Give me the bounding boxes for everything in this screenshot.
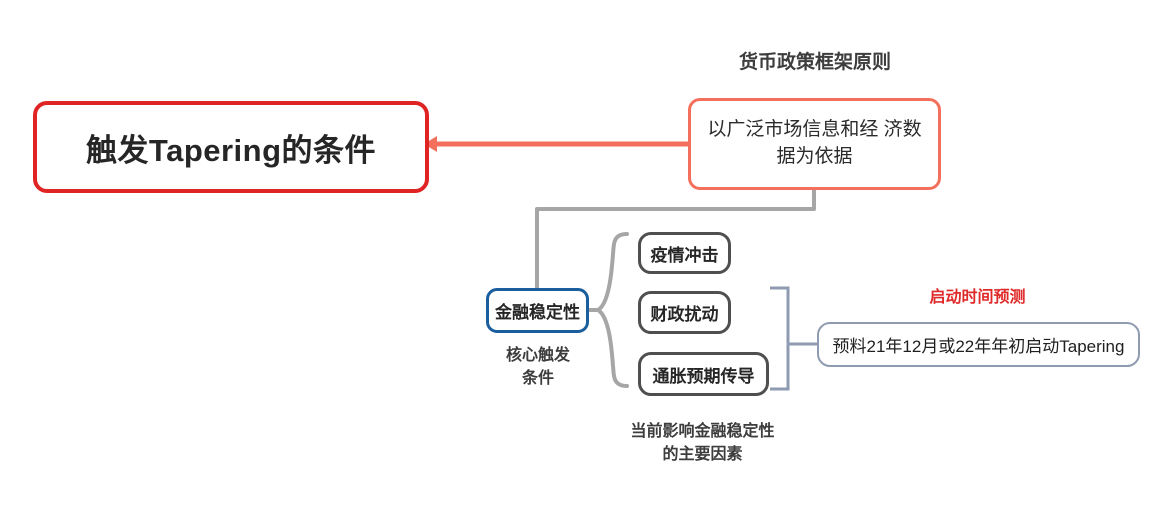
node-factor-fiscal-disturbance[interactable]: 财政扰动 — [638, 291, 731, 334]
caption-launch-time-forecast: 启动时间预测 — [929, 289, 1026, 306]
caption-main-factors-affecting-stability: 当前影响金融稳定性 的主要因素 — [630, 423, 775, 463]
node-factor-epidemic-shock[interactable]: 疫情冲击 — [638, 232, 731, 274]
connector-root-to-principle — [424, 136, 688, 152]
node-tapering-launch-forecast[interactable]: 预料21年12月或22年年初启动Tapering — [817, 322, 1140, 367]
node-factor-inflation-expectation-transmission[interactable]: 通胀预期传导 — [638, 352, 769, 396]
caption-core-trigger-condition: 核心触发 条件 — [505, 347, 570, 387]
node-financial-stability[interactable]: 金融稳定性 — [486, 288, 589, 333]
root-node-tapering-conditions[interactable]: 触发Tapering的条件 — [33, 101, 429, 193]
caption-monetary-policy-framework: 货币政策框架原则 — [738, 52, 891, 73]
node-market-info-and-economic-data[interactable]: 以广泛市场信息和经 济数据为依据 — [688, 98, 941, 190]
connector-factors-to-forecast — [770, 286, 817, 391]
